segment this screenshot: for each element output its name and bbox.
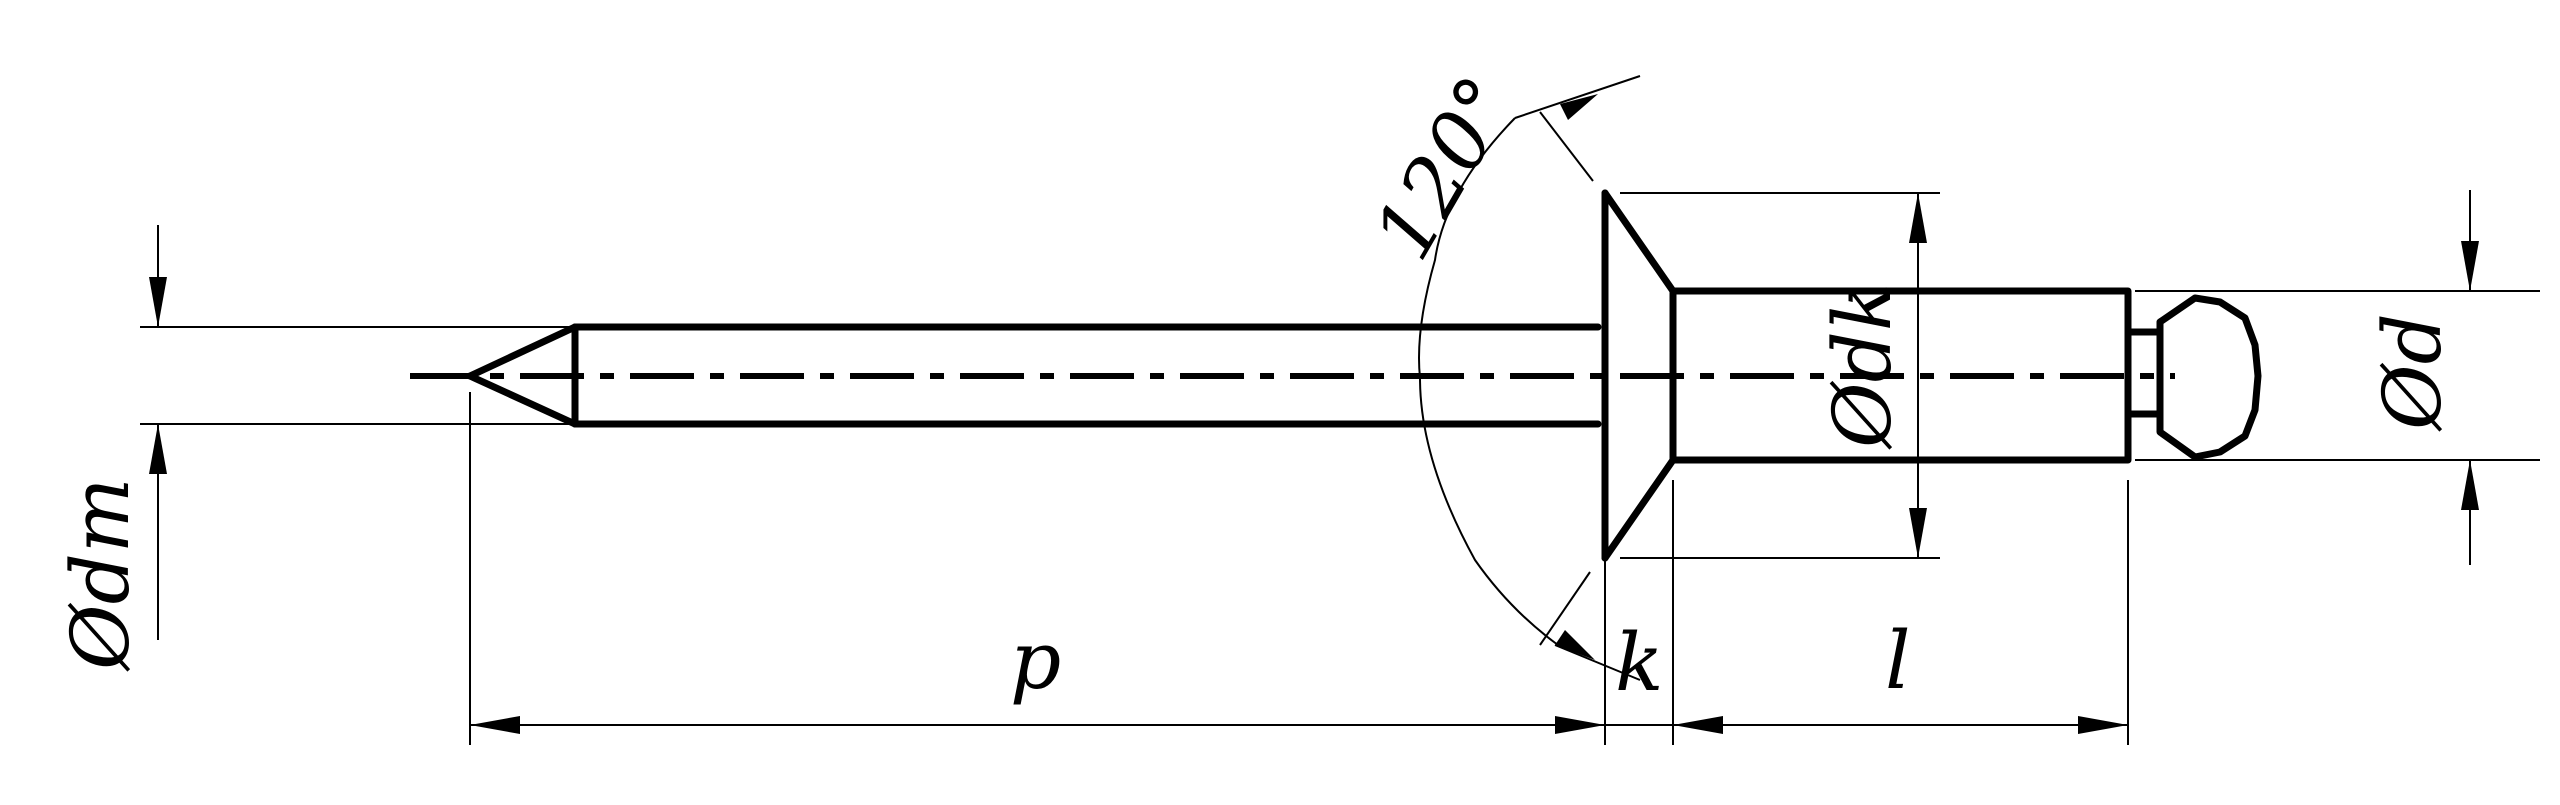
mandrel-shank	[466, 323, 1602, 428]
angle-label: 120°	[1356, 61, 1533, 274]
k-label: k	[1615, 616, 1663, 709]
body-diameter-dimension: Ød	[2135, 190, 2540, 565]
dk-label: Ødk	[1816, 283, 1909, 450]
d-label: Ød	[2366, 313, 2459, 432]
head-diameter-dimension: Ødk	[1620, 192, 1940, 559]
mandrel-head	[2156, 294, 2262, 461]
mandrel-diameter-dimension: Ødm	[54, 225, 575, 672]
countersunk-head	[1601, 189, 1677, 562]
length-dimensions: p k l	[469, 392, 2129, 745]
p-label: p	[1010, 614, 1061, 707]
l-label: l	[1885, 614, 1911, 707]
dm-label: Ødm	[54, 477, 147, 672]
angle-dimension: 120°	[1356, 61, 1641, 681]
